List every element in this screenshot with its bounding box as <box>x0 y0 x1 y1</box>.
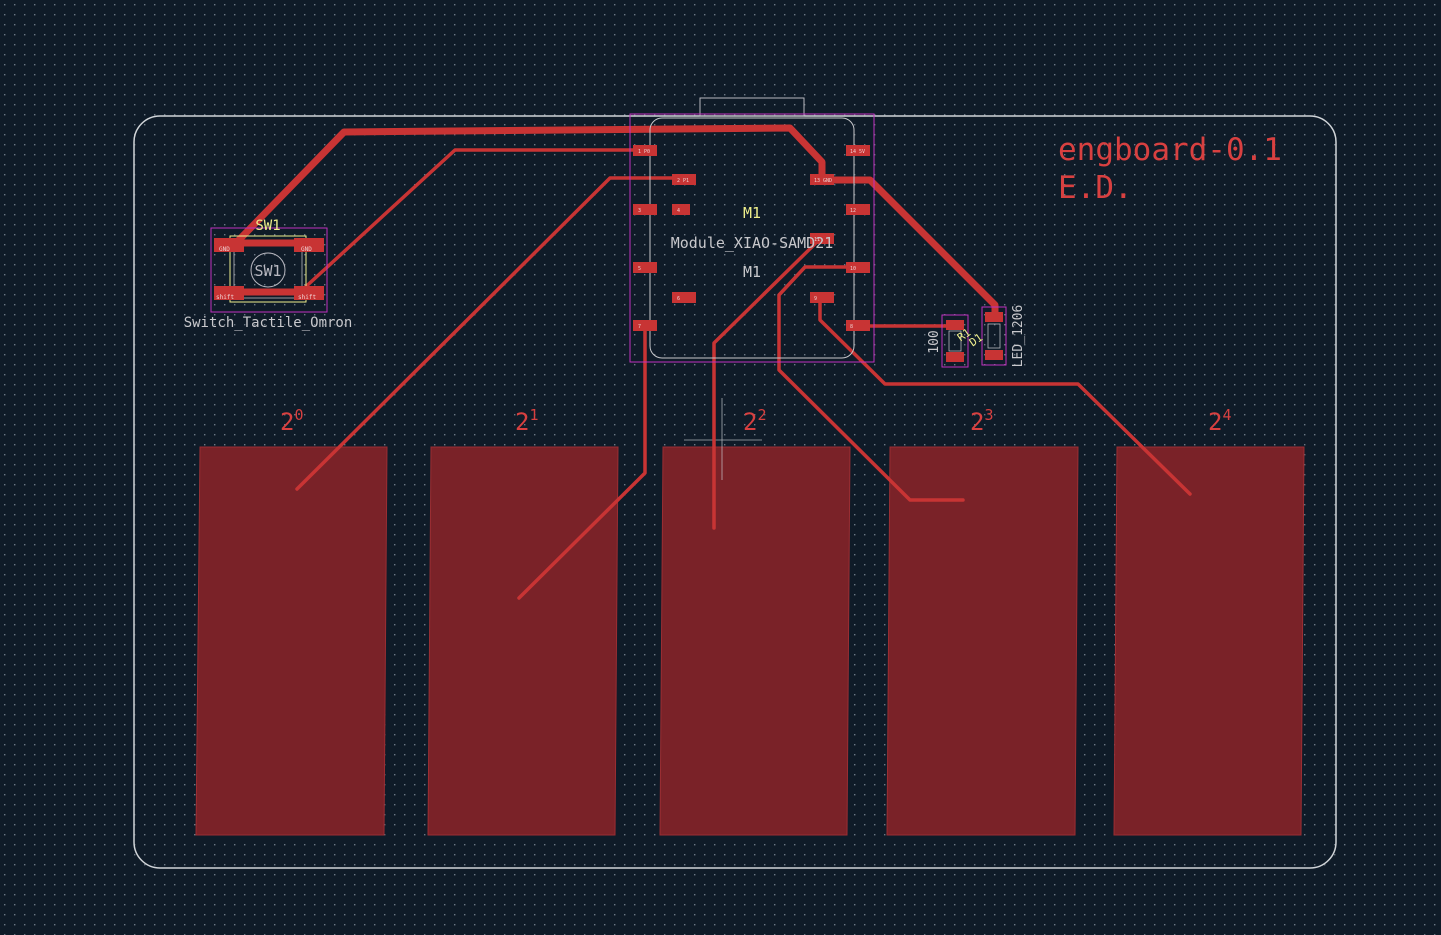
touch-pad-labels: 20 21 22 23 24 <box>280 406 1231 436</box>
touch-pad-4[interactable] <box>1113 446 1305 836</box>
svg-text:8: 8 <box>850 324 853 330</box>
led-courtyard <box>981 306 1007 366</box>
switch-sw1[interactable]: GND GND shift shift SW1 SW1 Switch_Tacti… <box>184 218 353 331</box>
trace-pad3 <box>777 265 965 502</box>
led-pad-2 <box>985 350 1003 360</box>
led-d1[interactable]: LED_1206 D1 R1 <box>955 305 1026 368</box>
resistor-r1[interactable]: 100 <box>927 314 969 368</box>
module-reference-fab: M1 <box>743 263 761 281</box>
resistor-fab <box>948 330 962 352</box>
module-reference-silk: M1 <box>743 204 761 222</box>
touch-pad-label-3: 23 <box>970 406 993 436</box>
switch-pads <box>214 238 324 300</box>
switch-value-label: Switch_Tactile_Omron <box>184 315 353 331</box>
svg-text:6: 6 <box>677 296 680 302</box>
resistor-pad-1 <box>946 320 964 330</box>
svg-text:7: 7 <box>638 324 641 330</box>
module-value-label: Module_XIAO-SAMD21 <box>671 234 834 252</box>
board-author: E.D. <box>1058 170 1133 206</box>
led-pad-1 <box>985 312 1003 322</box>
switch-actuator <box>250 252 286 288</box>
touch-pad-label-0: 20 <box>280 406 303 436</box>
trace-pad2 <box>712 235 824 530</box>
led-fab <box>987 323 1001 349</box>
svg-text:3: 3 <box>638 208 641 214</box>
switch-body <box>229 235 307 303</box>
svg-text:shift: shift <box>298 294 316 301</box>
usb-outline <box>699 97 805 117</box>
svg-text:9: 9 <box>814 296 817 302</box>
led-reference: D1 <box>967 331 985 349</box>
touch-pad-1[interactable] <box>427 446 619 836</box>
module-courtyard <box>629 113 875 363</box>
svg-text:4: 4 <box>677 208 680 214</box>
resistor-value: 100 <box>927 330 942 353</box>
touch-pad-label-1: 21 <box>515 406 538 436</box>
trace-pad0 <box>295 176 686 491</box>
touch-pad-label-4: 24 <box>1208 406 1231 436</box>
svg-text:2 P1: 2 P1 <box>677 178 689 184</box>
svg-text:13 GND: 13 GND <box>814 178 832 184</box>
touch-pad-0[interactable] <box>195 446 388 836</box>
svg-text:11: 11 <box>814 237 820 243</box>
copper-traces <box>232 124 1192 600</box>
trace-pad1 <box>517 324 647 600</box>
trace-gnd <box>232 124 826 247</box>
board-title: engboard-0.1 <box>1058 132 1282 168</box>
resistor-courtyard <box>941 314 969 368</box>
svg-text:5: 5 <box>638 266 641 272</box>
switch-reference: SW1 <box>255 218 280 234</box>
svg-text:10: 10 <box>850 266 856 272</box>
switch-pad-labels: GND GND shift shift <box>216 246 316 301</box>
switch-courtyard <box>210 227 328 313</box>
module-m1[interactable]: 1 P0 2 P1 3 4 5 6 7 14 5V 13 GND 12 11 1… <box>629 113 875 363</box>
switch-body-label: SW1 <box>254 262 281 280</box>
touch-pad-2[interactable] <box>659 446 851 836</box>
svg-text:1 P0: 1 P0 <box>638 149 650 155</box>
trace-switch-shift <box>298 148 647 294</box>
trace-led-power <box>818 176 999 322</box>
svg-text:shift: shift <box>216 294 234 301</box>
touch-pad-3[interactable] <box>886 446 1079 836</box>
resistor-reference: R1 <box>955 326 973 344</box>
resistor-pad-2 <box>946 352 964 362</box>
cursor-crosshair <box>684 398 762 480</box>
module-fab-outline <box>649 117 855 359</box>
svg-text:GND: GND <box>219 246 230 253</box>
svg-text:GND: GND <box>301 246 312 253</box>
module-pad-labels: 1 P0 2 P1 3 4 5 6 7 14 5V 13 GND 12 11 1… <box>638 149 865 330</box>
module-pads <box>633 145 870 331</box>
svg-text:14 5V: 14 5V <box>850 149 865 155</box>
touch-pad-label-2: 22 <box>743 406 766 436</box>
trace-pad4 <box>818 295 1192 496</box>
led-value: LED_1206 <box>1011 305 1026 368</box>
touch-pads <box>195 446 1305 836</box>
svg-text:12: 12 <box>850 208 856 214</box>
